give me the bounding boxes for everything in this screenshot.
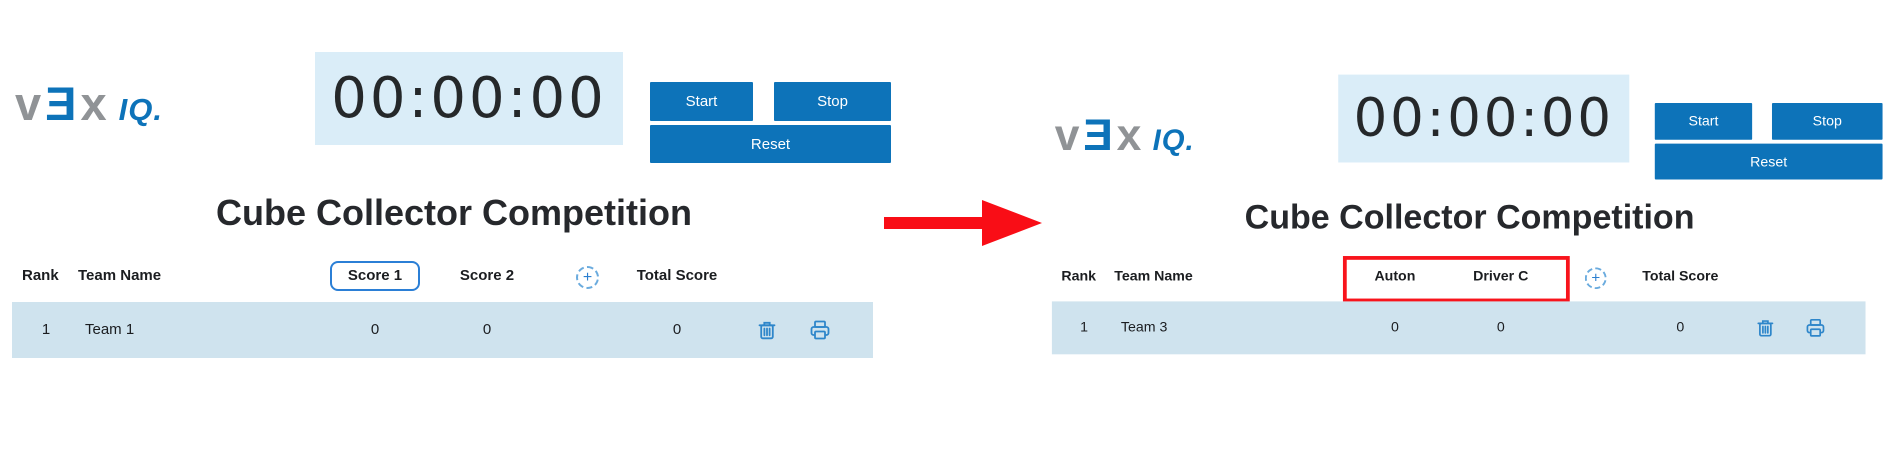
header-team-name: Team Name xyxy=(78,267,162,284)
scoreboard-panel-after: v Ǝ x IQ. 00:00:00 Start Stop Reset Cube… xyxy=(1050,16,1889,375)
trash-icon xyxy=(1757,320,1774,337)
header-rank: Rank xyxy=(22,267,59,284)
row-score1: 0 xyxy=(1390,319,1399,336)
add-column-icon[interactable]: + xyxy=(1584,267,1607,290)
row-team-name: Team 1 xyxy=(85,321,135,338)
arrow-shaft xyxy=(884,217,984,229)
header-total-score: Total Score xyxy=(1642,268,1719,285)
header-driver-c[interactable]: Driver C xyxy=(1473,268,1529,285)
trash-icon xyxy=(758,321,776,340)
print-row-button[interactable] xyxy=(1804,317,1827,340)
print-row-button[interactable] xyxy=(808,318,832,342)
header-team-name: Team Name xyxy=(1114,268,1193,285)
header-score1-editable[interactable]: Score 1 xyxy=(330,261,420,291)
logo-letter-e: Ǝ xyxy=(45,77,81,130)
row-rank: 1 xyxy=(41,321,51,338)
row-rank: 1 xyxy=(1080,319,1088,336)
start-button[interactable]: Start xyxy=(650,82,753,121)
print-icon xyxy=(810,320,830,340)
table-row: 1 Team 1 0 0 0 xyxy=(12,302,873,358)
row-score2: 0 xyxy=(482,321,492,338)
row-score1: 0 xyxy=(370,321,380,338)
header-score2: Score 2 xyxy=(459,267,515,284)
vex-iq-logo: v Ǝ x IQ. xyxy=(1055,112,1195,157)
print-icon xyxy=(1806,318,1825,337)
competition-title: Cube Collector Competition xyxy=(1244,197,1695,237)
timer-display: 00:00:00 xyxy=(1338,74,1630,163)
logo-letter-v: v xyxy=(1054,109,1084,160)
vex-iq-logo: v Ǝ x IQ. xyxy=(15,80,163,128)
stop-button[interactable]: Stop xyxy=(774,82,891,121)
transition-arrow xyxy=(884,200,1044,246)
start-button[interactable]: Start xyxy=(1654,102,1753,140)
row-score2: 0 xyxy=(1496,319,1505,336)
delete-row-button[interactable] xyxy=(1754,317,1777,340)
reset-button[interactable]: Reset xyxy=(1654,143,1883,180)
header-total-score: Total Score xyxy=(636,267,718,284)
scoreboard-panel-before: v Ǝ x IQ. 00:00:00 Start Stop Reset Cube… xyxy=(10,0,898,380)
renamed-columns-highlight-box xyxy=(1342,256,1570,303)
logo-letter-v: v xyxy=(15,77,46,130)
logo-letter-x: x xyxy=(1116,109,1146,160)
competition-title: Cube Collector Competition xyxy=(216,192,692,233)
logo-letter-x: x xyxy=(80,77,111,130)
logo-iq: IQ. xyxy=(118,92,163,127)
header-rank: Rank xyxy=(1061,268,1097,285)
reset-button[interactable]: Reset xyxy=(650,125,891,163)
logo-letter-e: Ǝ xyxy=(1083,109,1117,160)
logo-iq: IQ. xyxy=(1152,123,1195,157)
stop-button[interactable]: Stop xyxy=(1771,102,1883,140)
row-total-score: 0 xyxy=(672,321,682,338)
header-auton[interactable]: Auton xyxy=(1374,268,1416,285)
table-row: 1 Team 3 0 0 0 xyxy=(1051,301,1866,355)
row-total-score: 0 xyxy=(1676,319,1685,336)
add-column-icon[interactable]: + xyxy=(576,266,599,289)
arrow-head-icon xyxy=(982,200,1042,246)
timer-display: 00:00:00 xyxy=(315,52,623,145)
row-team-name: Team 3 xyxy=(1120,319,1168,336)
delete-row-button[interactable] xyxy=(755,318,779,342)
